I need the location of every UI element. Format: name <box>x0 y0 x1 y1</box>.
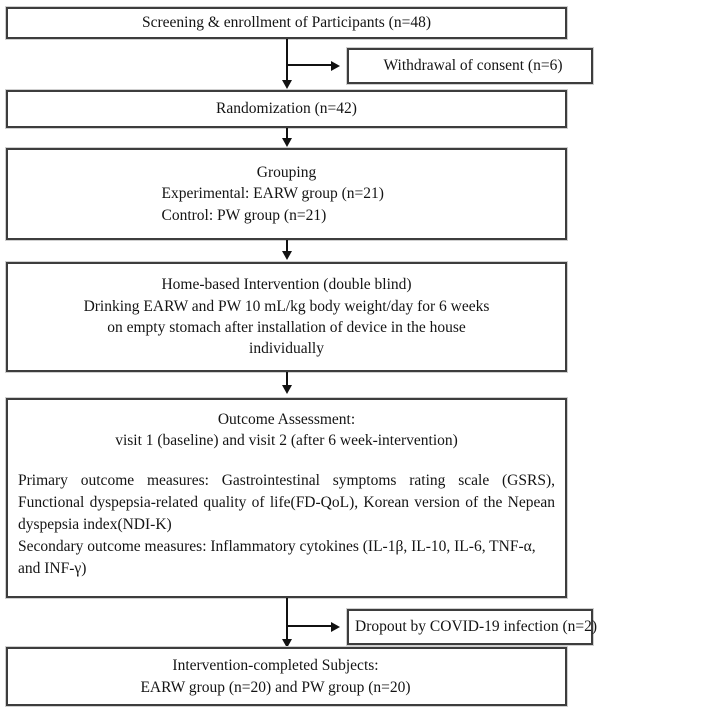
node-withdrawal-of-consent: Withdrawal of consent (n=6) <box>347 48 593 84</box>
connector-randomization-to-grouping-arrowhead <box>281 138 292 147</box>
node-outcome-heading: Outcome Assessment: <box>217 411 356 428</box>
node-outcome-header: Outcome Assessment: visit 1 (baseline) a… <box>18 409 555 452</box>
node-intervention-line-3: on empty stomach after installation of d… <box>107 319 466 336</box>
connector-outcome-to-completed-stem <box>286 598 288 641</box>
node-dropout-covid: Dropout by COVID-19 infection (n=2) <box>347 609 598 645</box>
node-intervention-line-2: Drinking EARW and PW 10 mL/kg body weigh… <box>83 297 490 315</box>
node-outcome-primary-measures: Primary outcome measures: Gastrointestin… <box>18 471 555 533</box>
node-outcome-secondary-measures: Secondary outcome measures: Inflammatory… <box>18 537 536 577</box>
connector-grouping-to-intervention-stem <box>286 240 288 253</box>
node-dropout-label: Dropout by COVID-19 infection (n=2) <box>355 618 598 636</box>
node-screening-label: Screening & enrollment of Participants (… <box>142 14 431 32</box>
connector-screening-to-randomization-arrowhead <box>281 80 292 89</box>
connector-randomization-to-grouping-stem <box>286 128 288 140</box>
node-grouping-experimental: Experimental: EARW group (n=21) <box>161 185 384 203</box>
node-grouping-heading: Grouping <box>256 163 317 181</box>
connector-screening-to-withdrawal-stem <box>287 64 332 66</box>
node-home-based-intervention: Home-based Intervention (double blind) D… <box>6 262 567 372</box>
connector-screening-to-withdrawal-arrowhead <box>331 60 340 71</box>
connector-screening-to-randomization-stem <box>286 39 288 82</box>
node-outcome-visits: visit 1 (baseline) and visit 2 (after 6 … <box>115 432 458 450</box>
connector-intervention-to-outcome-stem <box>286 372 288 386</box>
connector-grouping-to-intervention-arrowhead <box>281 251 292 260</box>
node-outcome-measures: Primary outcome measures: Gastrointestin… <box>18 470 555 580</box>
node-withdrawal-label: Withdrawal of consent (n=6) <box>383 57 563 75</box>
node-grouping: Grouping Experimental: EARW group (n=21)… <box>6 148 567 240</box>
node-grouping-control: Control: PW group (n=21) <box>161 206 327 224</box>
node-outcome-assessment: Outcome Assessment: visit 1 (baseline) a… <box>6 398 567 598</box>
connector-outcome-to-dropout-arrowhead <box>331 621 340 632</box>
node-intervention-line-4: individually <box>249 340 324 358</box>
connector-outcome-to-dropout-stem <box>287 625 332 627</box>
connector-outcome-to-completed-arrowhead <box>281 639 292 648</box>
node-screening-enrollment: Screening & enrollment of Participants (… <box>6 7 567 39</box>
node-completed-line-1: Intervention-completed Subjects: <box>172 657 379 675</box>
node-randomization: Randomization (n=42) <box>6 90 567 128</box>
node-intervention-completed-subjects: Intervention-completed Subjects: EARW gr… <box>6 647 567 706</box>
node-completed-line-2: EARW group (n=20) and PW group (n=20) <box>140 678 411 696</box>
node-intervention-line-1: Home-based Intervention (double blind) <box>161 276 412 294</box>
connector-intervention-to-outcome-arrowhead <box>281 385 292 394</box>
node-randomization-label: Randomization (n=42) <box>216 100 357 118</box>
